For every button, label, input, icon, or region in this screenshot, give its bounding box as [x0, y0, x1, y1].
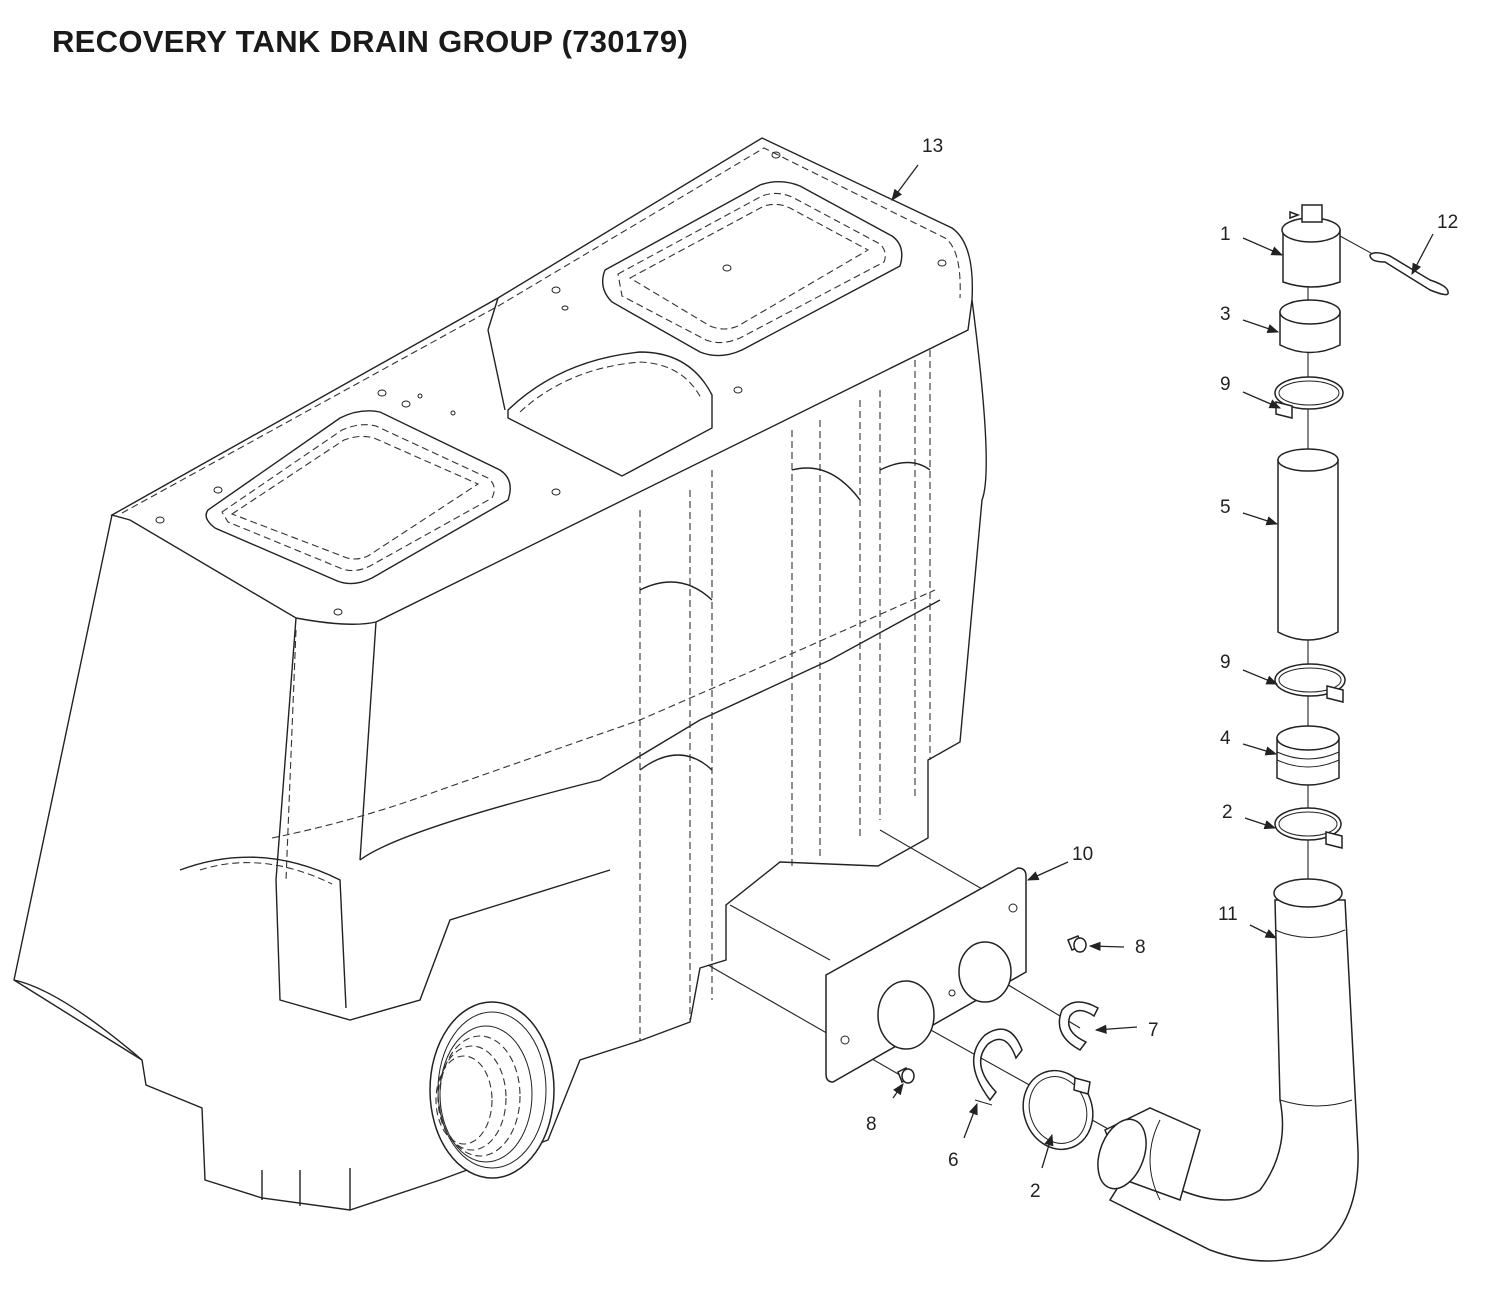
snap-ring-large	[972, 1028, 1023, 1106]
hose-clamp-top	[1274, 376, 1344, 419]
diagram-title: RECOVERY TANK DRAIN GROUP (730179)	[52, 24, 689, 59]
assembly-axes	[707, 255, 1309, 1131]
callout-2-lower: 2	[1030, 1181, 1041, 1202]
hose-coupling	[1276, 725, 1340, 786]
callout-13: 13	[922, 136, 943, 157]
snap-ring-small	[1058, 1001, 1099, 1051]
callout-12: 12	[1437, 212, 1458, 233]
hose-clamp-lower	[1022, 1069, 1094, 1151]
callout-labels: 13 1 12 3 9 5 9 4 2 11 10 8 7 8 6 2	[866, 136, 1458, 1202]
drain-plug	[1281, 204, 1341, 288]
callout-5: 5	[1220, 497, 1231, 518]
drain-sleeve	[1279, 299, 1341, 354]
recovery-tank	[13, 137, 987, 1211]
callout-9-lower: 9	[1220, 652, 1231, 673]
drain-strap	[1339, 235, 1449, 296]
callout-1: 1	[1220, 224, 1231, 245]
callout-4: 4	[1220, 728, 1231, 749]
leader-lines	[891, 164, 1434, 1169]
callout-8-lower: 8	[866, 1114, 877, 1135]
hose-clamp-middle	[1274, 663, 1346, 703]
callout-11: 11	[1218, 904, 1238, 925]
callout-2-upper: 2	[1222, 802, 1233, 823]
screw-lower	[897, 1067, 915, 1084]
callout-7: 7	[1148, 1020, 1159, 1041]
callout-10: 10	[1072, 844, 1093, 865]
callout-9-upper: 9	[1220, 374, 1231, 395]
drain-hose-section	[1277, 448, 1339, 641]
screw-upper	[1067, 935, 1087, 953]
callout-3: 3	[1220, 304, 1231, 325]
callout-8-upper: 8	[1135, 937, 1146, 958]
mounting-plate	[825, 867, 1027, 1083]
drain-hose-elbow	[1097, 878, 1359, 1262]
hose-clamp-bottom	[1274, 807, 1343, 849]
callout-6: 6	[948, 1150, 959, 1171]
